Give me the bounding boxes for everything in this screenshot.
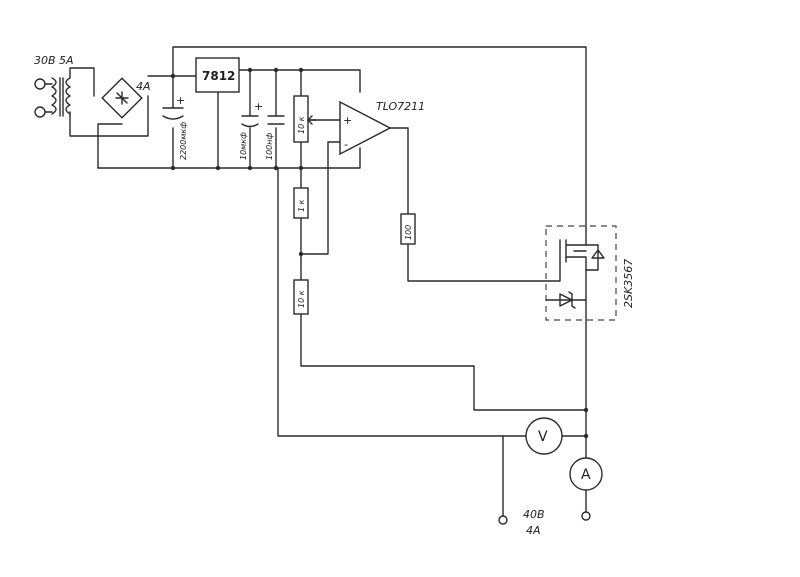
transformer-label: 30В 5А <box>34 54 74 67</box>
regulator-7812: 7812 <box>195 57 240 93</box>
cap-small-polarity: + <box>254 100 263 113</box>
resistor-10k: 10 к <box>293 279 309 315</box>
resistor-1k: 1 к <box>293 187 309 219</box>
ammeter: A <box>569 457 603 491</box>
cap-ceramic-label: 100нф <box>265 133 274 161</box>
wire-12v-rail <box>238 69 361 93</box>
wire-top-rail <box>172 46 587 229</box>
opamp-plus: + <box>343 114 352 127</box>
wire-10k-sense <box>300 313 587 411</box>
transformer: 30В 5А <box>34 54 74 118</box>
wire-bridge-minus <box>97 123 123 169</box>
output-current-label: 4А <box>526 524 541 537</box>
bridge-label: 4А <box>136 80 151 93</box>
wire-sec-top <box>69 67 95 97</box>
mosfet-body-diode-icon <box>591 244 605 271</box>
potentiometer-10k: 10 к <box>293 95 317 143</box>
output-terminals: 40В 4А <box>498 508 591 537</box>
res-gate-label: 100 <box>404 225 413 240</box>
wires <box>69 46 587 517</box>
mosfet-label: 2SK3567 <box>622 259 635 308</box>
wire-opamp-out <box>389 127 409 215</box>
junction-dots <box>170 67 589 439</box>
opamp-tl071: + - TLO7211 <box>339 100 425 156</box>
wire-sec-bottom <box>69 95 149 137</box>
output-terminal-pos <box>581 511 591 521</box>
voltmeter-label: V <box>538 429 548 445</box>
transformer-primary <box>51 77 57 115</box>
mosfet-outline <box>545 225 617 321</box>
res-1k-label: 1 к <box>297 199 306 212</box>
voltmeter: V <box>525 417 563 455</box>
wire-gate <box>407 243 561 282</box>
res-10k-label: 10 к <box>297 290 306 308</box>
bridge-rectifier: 4А <box>101 77 151 119</box>
transformer-secondary <box>65 77 71 115</box>
transformer-core <box>59 77 64 117</box>
output-voltage-label: 40В <box>523 508 545 521</box>
opamp-minus: - <box>344 138 348 151</box>
wire-feedback <box>301 141 341 255</box>
opamp-label: TLO7211 <box>376 100 425 113</box>
capacitor-ceramic: 100нф <box>265 115 285 161</box>
cap-main-polarity: + <box>176 94 185 107</box>
pot-label: 10 к <box>297 116 306 134</box>
gate-zener-icon <box>559 291 576 309</box>
wire-gnd-left <box>277 167 527 437</box>
ammeter-label: A <box>581 467 591 483</box>
cap-small-label: 10мкф <box>239 132 248 160</box>
output-terminal-neg <box>498 515 508 525</box>
cap-main-label: 2200мкф <box>179 122 188 160</box>
capacitor-main: + 2200мкф <box>162 94 188 160</box>
capacitor-small: + 10мкф <box>239 100 263 160</box>
regulator-label: 7812 <box>202 69 235 83</box>
mosfet-2sk3567: 2SK3567 <box>545 225 635 321</box>
pot-wiper-arrow <box>307 115 317 125</box>
wire-gnd-rail <box>97 147 361 169</box>
resistor-gate-100: 100 <box>400 213 416 245</box>
